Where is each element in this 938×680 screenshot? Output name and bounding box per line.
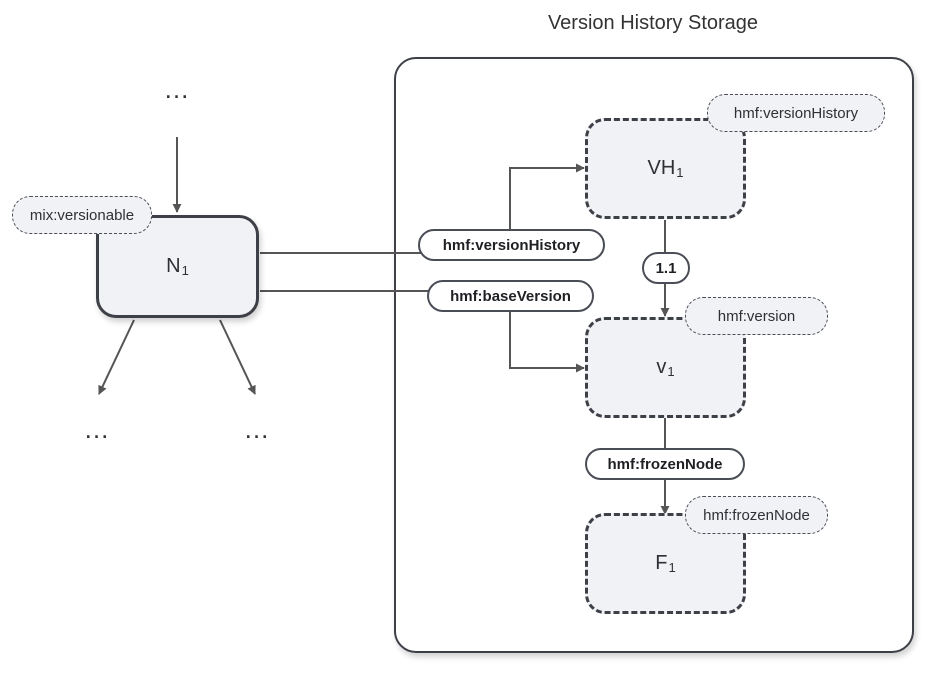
node-n1-label: N: [166, 255, 181, 277]
node-v1-label: v: [656, 356, 667, 378]
edge-n1-to-bottom-right: [219, 319, 256, 395]
node-vh1-subscript: 1: [676, 165, 684, 180]
edge-n1-to-v1: [260, 290, 585, 373]
node-f1-subscript: 1: [668, 560, 676, 575]
node-v1-type: hmf:version: [685, 297, 828, 335]
node-v1-subscript: 1: [667, 364, 675, 379]
edge-n1-to-vh1: [260, 163, 585, 254]
ellipsis-bottom-left: …: [83, 413, 111, 444]
node-n1-type: mix:versionable: [12, 196, 152, 234]
node-vh1-label: VH: [647, 157, 676, 179]
node-f1-label: F: [655, 552, 668, 574]
edge-label-version-history: hmf:versionHistory: [418, 229, 605, 261]
edge-label-version-number: 1.1: [642, 252, 690, 284]
ellipsis-bottom-right: …: [243, 413, 271, 444]
edge-n1-to-bottom-left: [98, 319, 135, 395]
edge-label-base-version: hmf:baseVersion: [427, 280, 594, 312]
storage-title: Version History Storage: [547, 11, 759, 34]
edge-label-frozen-node: hmf:frozenNode: [585, 448, 745, 480]
node-vh1-type: hmf:versionHistory: [707, 94, 885, 132]
node-n1-subscript: 1: [181, 263, 189, 278]
ellipsis-top: …: [163, 73, 191, 104]
node-f1-type: hmf:frozenNode: [685, 496, 828, 534]
